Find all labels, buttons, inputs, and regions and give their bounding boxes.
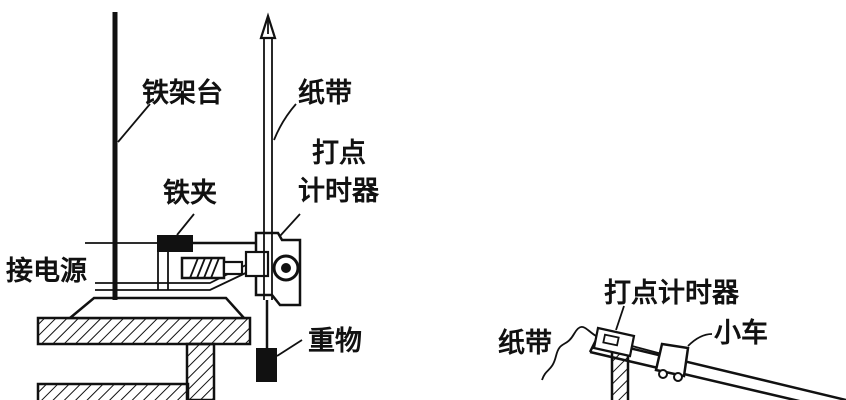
label-timer-line2: 计时器 [298,176,380,207]
tape-tail [541,326,597,381]
timer-slot [602,333,620,347]
label-timer-line1: 打点 [312,138,366,169]
label-clamp: 铁夹 [163,178,217,209]
stand-leader [117,103,151,143]
timer-disc-center [281,263,291,273]
label-tape-left: 纸带 [298,77,352,109]
inclined-plane-setup: 打点计时器 纸带 小车 [498,278,846,400]
cart-wheel-left [658,369,668,379]
label-stand: 铁架台 [142,77,223,109]
timer-head [244,250,270,278]
label-power: 接电源 [6,256,87,287]
label-timer-right: 打点计时器 [604,278,740,309]
tape-leader [273,103,297,141]
timer-arm [222,260,244,276]
clamp-leader [176,213,195,236]
iron-clamp [157,235,193,252]
label-weight: 重物 [308,326,362,357]
cart [654,342,690,378]
coil-hatch [189,257,220,279]
table-top [36,316,252,346]
label-cart: 小车 [714,317,768,349]
timer-leader [279,213,301,237]
inclined-board [589,338,846,400]
timer-leader-right [615,305,625,331]
table-shelf [36,382,190,400]
tape-to-cart [631,345,663,355]
stand-base [66,296,247,320]
power-wires [85,242,253,291]
cart-wheel-right [673,372,683,382]
weight-leader [276,339,303,357]
cart-leader [687,333,713,347]
label-tape-right: 纸带 [498,327,552,359]
free-fall-setup: 铁架台 纸带 打点 计时器 铁夹 接电源 重物 [6,12,380,400]
table-leg [185,342,216,400]
weight [256,348,277,382]
